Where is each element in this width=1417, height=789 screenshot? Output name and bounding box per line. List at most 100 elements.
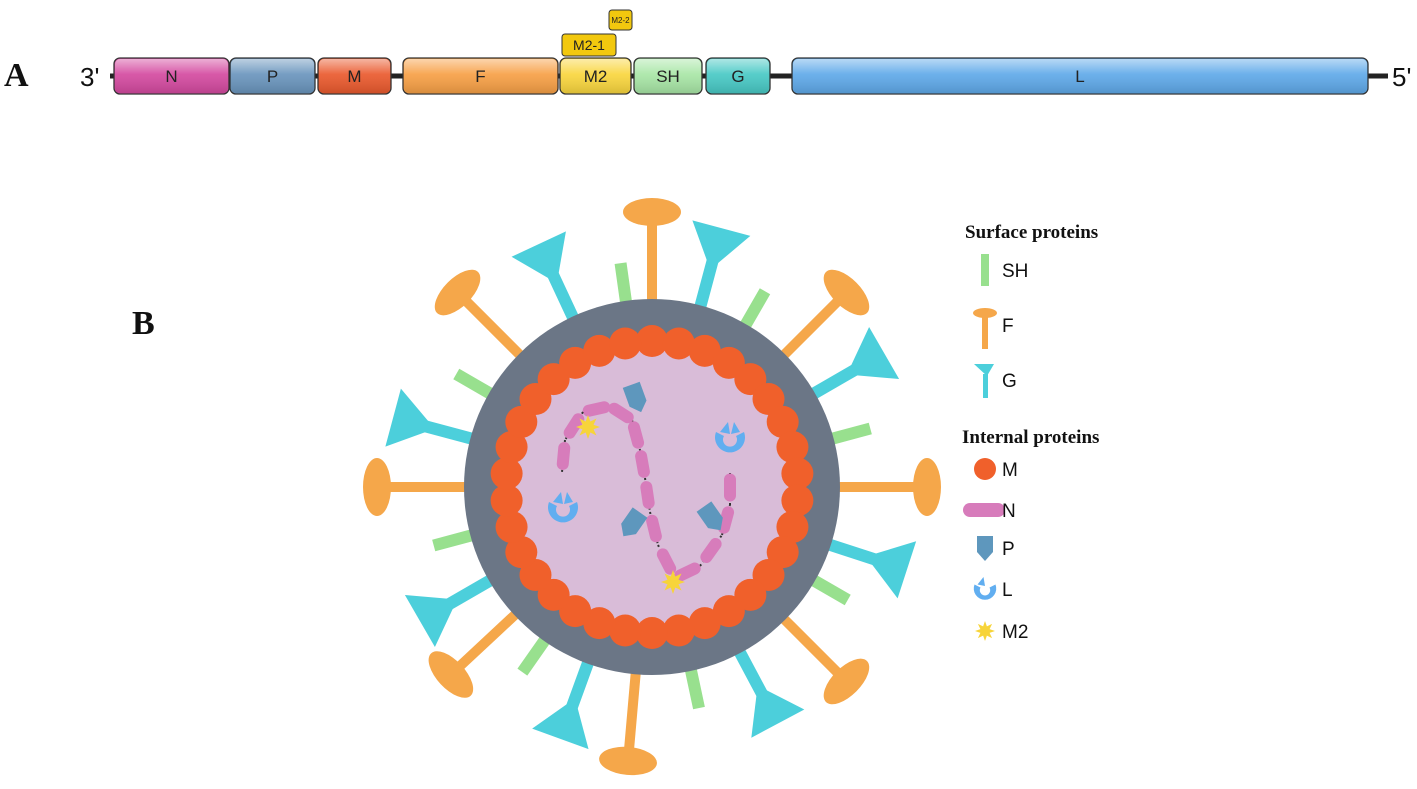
gene-track: N P M F M2 SH G L M2-1M2-2 [113,9,1369,95]
matrix-protein [495,510,528,543]
matrix-protein [776,510,809,543]
gene-label-l: L [1075,67,1084,86]
legend-label-n: N [1002,501,1016,522]
legend-label-g: G [1002,371,1017,392]
matrix-protein [781,457,814,490]
legend-label-l: L [1002,580,1013,601]
matrix-protein [712,595,745,628]
m2-star-icon [975,621,995,641]
gene-label-g: G [731,67,744,86]
matrix-protein [490,457,523,490]
gene-label-n: N [165,67,177,86]
nucleoprotein [700,537,722,564]
f-pin-icon [973,308,997,349]
legend-label-sh: SH [1002,261,1028,282]
legend-item-m2: M2 [975,621,1028,643]
f-spike [623,198,681,312]
gene-sh: SH [633,57,703,95]
sh-spike [432,527,482,552]
sh-spike [822,422,872,447]
matrix-protein [583,607,616,640]
three-prime-end-label: 3' [80,62,99,92]
matrix-protein [662,614,695,647]
nucleoprotein [640,481,655,509]
nucleoprotein [608,402,634,424]
legend-label-p: P [1002,539,1015,560]
f-spike [772,607,870,705]
m2-protein [661,570,685,594]
legend-item-p: P [977,536,1015,561]
legend-internal-title: Internal proteins [962,427,1099,448]
nucleoprotein [724,473,736,502]
g-spike [691,220,751,320]
g-spike [816,535,917,599]
f-spike [772,269,870,367]
polymerase-l [548,492,578,523]
sh-spike [614,262,634,312]
legend-surface-title: Surface proteins [965,222,1098,243]
legend-label-f: F [1002,316,1014,337]
nucleoprotein [556,442,571,470]
gene-g: G [705,57,771,95]
matrix-protein [781,484,814,517]
gene-p: P [229,57,316,95]
gene-m: M [317,57,392,95]
gene-label-m: M [347,67,361,86]
m2-star [975,621,995,641]
nucleoprotein [646,514,662,543]
f-spike [363,458,477,516]
gene-label-sh: SH [656,67,680,86]
legend-item-f: F [973,308,1014,349]
panel-b-label: B [132,305,155,342]
sh-spike [683,659,705,710]
nucleoprotein [674,562,701,582]
matrix-protein [609,614,642,647]
protein-legend: Surface proteins Internal proteins SH F G M… [962,222,1099,643]
legend-item-sh: SH [981,254,1028,286]
legend-item-n: N [963,501,1016,522]
g-spike [385,388,485,448]
matrix-protein [636,617,668,649]
matrix-protein [776,431,809,464]
nucleoprotein [635,450,650,478]
legend-label-m: M [1002,460,1018,481]
panel-a-label: A [4,57,29,94]
legend-label-m2: M2 [1002,622,1028,643]
matrix-protein [583,334,616,367]
phosphoprotein [622,381,647,413]
matrix-protein [505,536,538,569]
f-spike [428,602,528,698]
matrix-protein-layer [490,325,814,649]
matrix-protein [495,431,528,464]
gene-label-p: P [267,67,278,86]
legend-item-l: L [973,577,1013,601]
matrix-protein [688,607,721,640]
matrix-protein [752,383,785,416]
matrix-protein [766,536,799,569]
sh-bar-icon [981,254,989,286]
ribonucleoprotein-complex [548,381,745,594]
phosphoprotein [621,507,648,537]
l-crescent-icon [973,577,997,600]
m-circle-icon [974,458,996,480]
n-capsule-icon [963,503,1005,517]
f-spike [827,458,941,516]
g-spike [532,649,598,750]
surface-glycoproteins [363,198,941,776]
virion-particle [363,198,941,776]
polymerase-l [715,422,745,453]
f-spike [434,269,532,367]
nucleoprotein [582,401,611,417]
matrix-protein [766,405,799,438]
gene-n: N [113,57,230,95]
orf-m2-1: M2-1 [561,33,617,57]
gene-l: L [791,57,1369,95]
gene-f: F [402,57,559,95]
orf-m2-2: M2-2 [608,9,633,31]
gene-label-m2: M2 [584,67,608,86]
f-spike [599,660,657,776]
matrix-protein [609,327,642,360]
